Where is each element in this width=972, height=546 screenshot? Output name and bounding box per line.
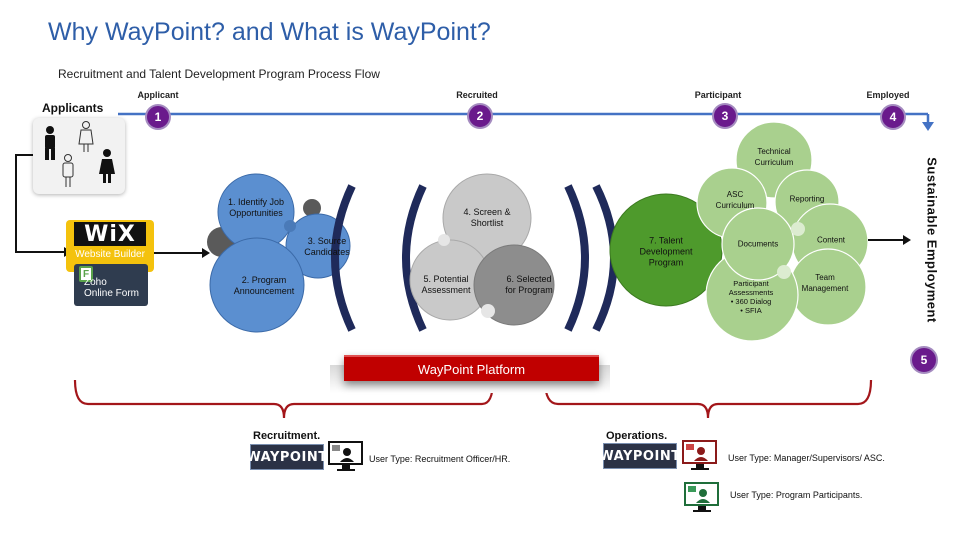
bullet-item-2: • SFIA xyxy=(740,306,762,315)
wix-arrowhead xyxy=(202,248,210,258)
identify-job-line-2: Opportunities xyxy=(229,208,283,218)
team-line-2: Management xyxy=(801,284,849,293)
program-line-3: Program xyxy=(648,257,684,268)
program-line-1: 7. Talent xyxy=(649,235,683,246)
operations-bracket xyxy=(543,379,873,419)
applicants-label: Applicants xyxy=(42,101,104,115)
stage-badge-3: 3 xyxy=(712,103,738,129)
announce-line-2: Announcement xyxy=(233,286,295,296)
left-paren-outer xyxy=(331,184,356,332)
stage-label-employed: Employed xyxy=(866,90,910,100)
zoho-line-1: Zoho xyxy=(84,277,107,288)
participant-line-1: Participant xyxy=(733,279,769,288)
people-icons xyxy=(45,121,115,187)
stage-label-participant: Participant xyxy=(694,90,742,100)
page-title: Why WayPoint? and What is WayPoint? xyxy=(48,18,491,46)
program-line-2: Development xyxy=(639,246,693,257)
wix-subtitle: Website Builder xyxy=(75,249,145,260)
stage-label-recruited: Recruited xyxy=(456,90,498,100)
documents-circle xyxy=(721,207,795,281)
computer-user-icon xyxy=(328,441,363,471)
participant-line-2: Assessments xyxy=(728,288,774,297)
waypoint-platform-bar: WayPoint Platform xyxy=(344,355,599,381)
participant-assessments-label: Participant Assessments • 360 Dialog • S… xyxy=(729,279,774,315)
green-overlap-dot-2 xyxy=(777,265,791,279)
stage-badge-2: 2 xyxy=(467,103,493,129)
green-overlap-dot xyxy=(791,222,805,236)
sustainable-employment-label: Sustainable Employment xyxy=(924,157,940,323)
person-icon xyxy=(45,126,55,160)
selected-line-1: 6. Selected xyxy=(506,274,552,284)
recruitment-user-type: User Type: Recruitment Officer/HR. xyxy=(369,454,511,464)
stage-badge-5: 5 xyxy=(910,346,938,374)
waypoint-logo-operations: WAYPOINT xyxy=(599,443,680,469)
screen-shortlist-label: 4. Screen & Shortlist xyxy=(463,207,510,229)
identify-job-label: 1. Identify Job Opportunities xyxy=(228,197,284,219)
asc-curriculum-label: ASC Curriculum xyxy=(716,189,755,211)
bullet-item-1: • 360 Dialog xyxy=(730,297,772,306)
selected-program-circle xyxy=(473,244,555,326)
wix-logo: WiX xyxy=(74,222,146,247)
source-line-2: Candidates xyxy=(304,247,350,257)
program-announcement-circle xyxy=(209,237,305,333)
person-dress-icon xyxy=(99,149,115,183)
page-subtitle: Recruitment and Talent Development Progr… xyxy=(58,67,380,81)
source-candidates-label: 3. Source Candidates xyxy=(304,236,350,258)
assess-line-2: Assessment xyxy=(421,285,471,295)
form-icon: F xyxy=(79,266,93,282)
stage-badge-1: 1 xyxy=(145,104,171,130)
identify-job-line-1: 1. Identify Job xyxy=(227,197,285,207)
content-label: Content xyxy=(816,235,846,245)
documents-label: Documents xyxy=(737,239,779,249)
stage-label-applicant: Applicant xyxy=(137,90,179,100)
technical-line-1: Technical xyxy=(757,147,791,156)
bullet-sfia: SFIA xyxy=(745,306,762,315)
technical-curriculum-label: Technical Curriculum xyxy=(755,146,794,168)
left-paren-inner xyxy=(402,184,427,332)
grey-overlap-dot xyxy=(438,234,450,246)
screen-line-2: Shortlist xyxy=(470,218,504,228)
potential-assessment-label: 5. Potential Assessment xyxy=(421,274,470,296)
asc-line-1: ASC xyxy=(726,190,744,199)
participant-user-type: User Type: Program Participants. xyxy=(730,490,863,500)
manager-computer-icon xyxy=(682,440,717,470)
reporting-label: Reporting xyxy=(789,194,825,204)
timeline-arrowhead xyxy=(922,122,934,131)
team-management-label: Team Management xyxy=(802,272,849,294)
selected-line-2: for Program xyxy=(505,285,553,295)
team-line-1: Team xyxy=(815,273,835,282)
recruitment-label: Recruitment. xyxy=(253,430,321,442)
asc-line-2: Curriculum xyxy=(715,201,755,210)
screen-line-1: 4. Screen & xyxy=(463,207,511,217)
selected-program-label: 6. Selected for Program xyxy=(505,274,553,296)
person-outline-icon-2 xyxy=(62,154,74,187)
applicant-connector xyxy=(15,154,66,253)
source-line-1: 3. Source xyxy=(307,236,347,246)
talent-program-label: 7. Talent Development Program xyxy=(639,236,692,269)
bullet-360: 360 Dialog xyxy=(735,297,772,306)
person-outline-icon xyxy=(78,121,94,152)
applicants-panel xyxy=(33,118,125,194)
technical-line-2: Curriculum xyxy=(754,158,794,167)
blue-overlap-dot xyxy=(284,220,296,232)
program-announcement-label: 2. Program Announcement xyxy=(234,275,295,297)
right-paren-inner xyxy=(564,184,589,332)
zoho-line-2: Online Form xyxy=(84,288,140,299)
employment-arrowhead xyxy=(903,235,911,245)
participant-computer-icon xyxy=(684,482,719,512)
manager-user-type: User Type: Manager/Supervisors/ ASC. xyxy=(728,453,885,463)
waypoint-logo-recruitment: WAYPOINT xyxy=(246,444,327,470)
recruitment-bracket xyxy=(73,379,495,419)
grey-overlap-dot-2 xyxy=(481,304,495,318)
zoho-label: Zoho Online Form xyxy=(84,277,139,299)
blue-accent-dot-small xyxy=(303,199,321,217)
stage-badge-4: 4 xyxy=(880,104,906,130)
announce-line-1: 2. Program xyxy=(241,275,287,285)
assess-line-1: 5. Potential xyxy=(423,274,469,284)
operations-label: Operations. xyxy=(606,430,668,442)
